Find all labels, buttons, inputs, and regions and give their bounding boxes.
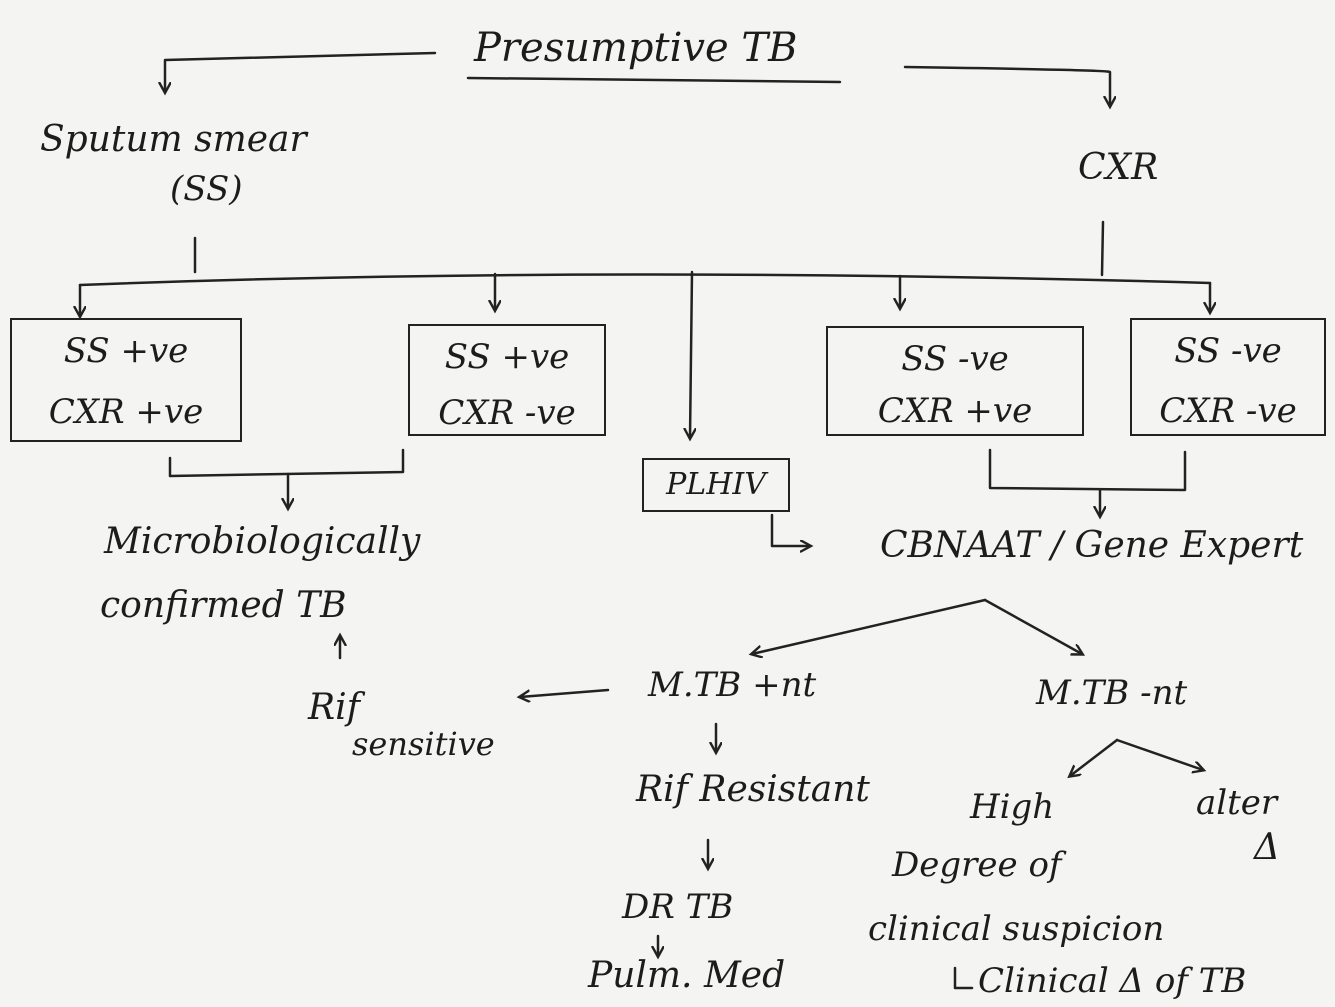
sputum-smear-abbrev: (SS) bbox=[170, 169, 243, 209]
alter-diagnosis-line1: alter bbox=[1196, 783, 1278, 823]
clinical-tb-label: Clinical Δ of TB bbox=[978, 961, 1247, 1001]
plhiv-label: PLHIV bbox=[666, 467, 766, 502]
merge-right bbox=[988, 448, 1187, 492]
box-ss-neg-cxr-pos: SS -ve CXR +ve bbox=[826, 326, 1084, 436]
box-line-ss: SS +ve bbox=[63, 331, 189, 371]
box-line-ss: SS -ve bbox=[1174, 331, 1282, 371]
line-cxr-down bbox=[1100, 220, 1105, 277]
pulm-med-label: Pulm. Med bbox=[588, 955, 786, 996]
rif-sensitive-line2: sensitive bbox=[352, 725, 495, 763]
cbnaat-label: CBNAAT / Gene Expert bbox=[880, 525, 1304, 566]
sputum-smear-label: Sputum smear bbox=[40, 119, 307, 160]
box-ss-neg-cxr-neg: SS -ve CXR -ve bbox=[1130, 318, 1326, 436]
presumptive-tb-title: Presumptive TB bbox=[474, 25, 798, 71]
high-degree-line2: Degree of bbox=[892, 845, 1062, 885]
rif-sensitive-line1: Rif bbox=[308, 687, 360, 728]
mtb-negative-label: M.TB -nt bbox=[1036, 673, 1188, 713]
arrow-cbnaat-to-mtb-neg bbox=[983, 598, 1082, 654]
plhiv-box: PLHIV bbox=[642, 458, 790, 512]
alter-diagnosis-line2: Δ bbox=[1254, 827, 1280, 868]
box-line-cxr: CXR -ve bbox=[1159, 391, 1297, 431]
box-line-cxr: CXR -ve bbox=[438, 393, 576, 433]
arrow-mtb-pos-to-rif-sensitive bbox=[520, 688, 610, 697]
high-degree-line3: clinical suspicion bbox=[868, 909, 1165, 949]
mtb-positive-label: M.TB +nt bbox=[648, 665, 817, 705]
box-ss-pos-cxr-neg: SS +ve CXR -ve bbox=[408, 324, 606, 436]
box-line-ss: SS +ve bbox=[444, 337, 570, 377]
arrow-title-to-cxr bbox=[903, 65, 1110, 106]
box-ss-pos-cxr-pos: SS +ve CXR +ve bbox=[10, 318, 242, 442]
arrow-title-to-sputum bbox=[165, 51, 437, 92]
box-line-cxr: CXR +ve bbox=[48, 392, 204, 432]
box-line-ss: SS -ve bbox=[901, 339, 1009, 379]
cxr-label: CXR bbox=[1078, 147, 1159, 188]
high-degree-line1: High bbox=[970, 787, 1055, 827]
box-line-cxr: CXR +ve bbox=[877, 391, 1033, 431]
rif-resistant-label: Rif Resistant bbox=[636, 769, 870, 810]
branch-bar bbox=[78, 273, 1212, 287]
arrow-plhiv-to-cbnaat bbox=[770, 513, 810, 546]
confirmed-label-line1: Microbiologically bbox=[104, 521, 421, 562]
arrow-mtb-neg-to-alter bbox=[1115, 738, 1203, 770]
dr-tb-label: DR TB bbox=[622, 887, 734, 927]
arrow-suspicion-to-clinical-tb bbox=[953, 966, 974, 990]
arrow-mtb-neg-to-high bbox=[1070, 738, 1119, 776]
confirmed-label-line2: confirmed TB bbox=[100, 585, 347, 626]
arrow-cbnaat-to-mtb-pos bbox=[752, 598, 987, 654]
title-underline bbox=[466, 76, 842, 84]
arrow-to-plhiv bbox=[690, 270, 692, 438]
merge-left bbox=[168, 448, 405, 478]
